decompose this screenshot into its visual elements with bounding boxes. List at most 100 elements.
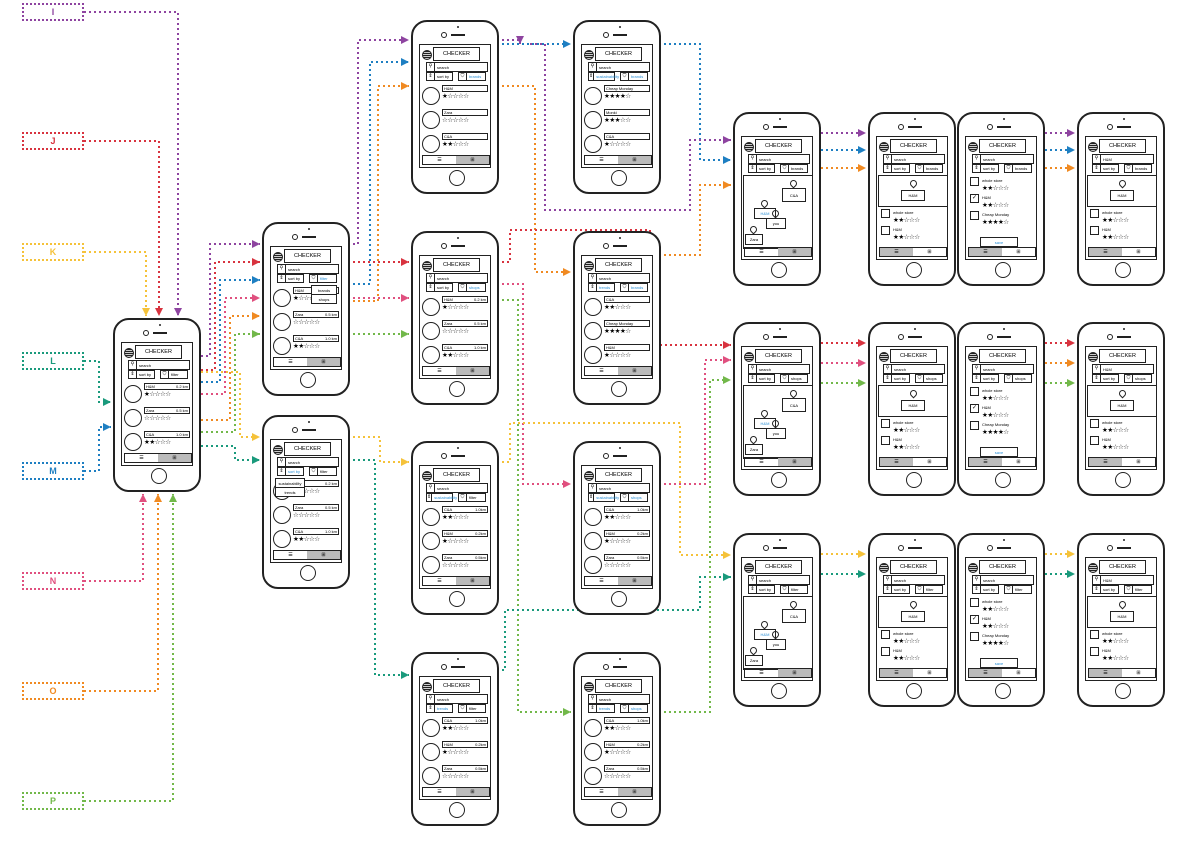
map-tab-icon[interactable]: ⊞: [158, 454, 191, 462]
list-tab-icon[interactable]: ☰: [969, 248, 1002, 256]
filter-button[interactable]: ⛉brands: [780, 164, 808, 173]
sort-button[interactable]: ⇕sort by: [426, 72, 453, 81]
map-marker-3[interactable]: Zara: [745, 234, 763, 245]
filter-button[interactable]: ⛉brands: [1124, 164, 1152, 173]
store-name-box[interactable]: H&M: [1110, 400, 1134, 411]
list-tab-icon[interactable]: ☰: [880, 669, 913, 677]
map-marker-2[interactable]: you: [766, 639, 786, 650]
map-marker-0[interactable]: C&A: [782, 188, 806, 202]
sort-button[interactable]: ⇕sustainability: [588, 493, 619, 502]
menu-icon[interactable]: [273, 445, 283, 455]
home-button[interactable]: [449, 591, 465, 607]
list-tab-icon[interactable]: ☰: [437, 368, 442, 374]
search-input[interactable]: ⚲search: [883, 575, 945, 585]
filter-button[interactable]: ⛉filter: [458, 704, 486, 713]
home-button[interactable]: [995, 262, 1011, 278]
filter-button[interactable]: ⛉brands: [458, 72, 486, 81]
search-input[interactable]: ⚲search: [277, 457, 339, 467]
checkbox[interactable]: [881, 647, 890, 656]
checkbox[interactable]: [970, 598, 979, 607]
list-tab-icon[interactable]: ☰: [288, 359, 293, 365]
save-button[interactable]: save: [980, 447, 1018, 457]
menu-icon[interactable]: [879, 352, 889, 362]
sort-button[interactable]: ⇕sort by: [426, 283, 453, 292]
menu-icon[interactable]: [1088, 142, 1098, 152]
store-name-box[interactable]: H&M: [901, 400, 925, 411]
map-tab-icon[interactable]: ⊞: [927, 670, 932, 676]
search-input[interactable]: ⚲search: [588, 483, 650, 493]
map-tab-icon[interactable]: ⊞: [618, 577, 651, 585]
checkbox[interactable]: ✓: [970, 615, 979, 624]
list-item[interactable]: Zara☆☆☆☆☆: [422, 109, 490, 131]
list-tab-icon[interactable]: ☰: [139, 455, 144, 461]
map-tab-icon[interactable]: ⊞: [456, 577, 489, 585]
map-tab-icon[interactable]: ⊞: [927, 249, 932, 255]
checkbox[interactable]: [970, 211, 979, 220]
checkbox[interactable]: [881, 630, 890, 639]
checkbox[interactable]: [1090, 419, 1099, 428]
map-marker-1[interactable]: H&M: [754, 418, 776, 429]
list-tab-icon[interactable]: ☰: [969, 669, 1002, 677]
map-tab-icon[interactable]: ⊞: [307, 358, 340, 366]
sort-button[interactable]: ⇕sort by: [128, 370, 155, 379]
sort-button[interactable]: ⇕sort by: [883, 585, 910, 594]
menu-icon[interactable]: [968, 563, 978, 573]
list-tab-icon[interactable]: ☰: [437, 578, 442, 584]
filter-button[interactable]: ⛉shops: [915, 374, 943, 383]
save-button[interactable]: save: [980, 658, 1018, 668]
map-marker-0[interactable]: C&A: [782, 398, 806, 412]
checkbox[interactable]: [881, 419, 890, 428]
home-button[interactable]: [995, 472, 1011, 488]
sort-button[interactable]: ⇕sort by: [1092, 164, 1119, 173]
home-button[interactable]: [449, 802, 465, 818]
map-marker-1[interactable]: H&M: [754, 208, 776, 219]
menu-icon[interactable]: [1088, 352, 1098, 362]
menu-icon[interactable]: [422, 50, 432, 60]
sort-button[interactable]: ⇕sort by: [1092, 585, 1119, 594]
home-button[interactable]: [611, 170, 627, 186]
map-tab-icon[interactable]: ⊞: [618, 156, 651, 164]
sort-button[interactable]: ⇕trends: [588, 704, 615, 713]
checkbox[interactable]: [970, 177, 979, 186]
list-tab-icon[interactable]: ☰: [288, 552, 293, 558]
search-input[interactable]: ⚲search: [972, 575, 1034, 585]
checkbox[interactable]: [1090, 226, 1099, 235]
search-input[interactable]: ⚲H&M: [1092, 364, 1154, 374]
map-tab-icon[interactable]: ⊞: [778, 458, 811, 466]
list-tab-icon[interactable]: ☰: [599, 789, 604, 795]
save-button[interactable]: save: [980, 237, 1018, 247]
map-tab-icon[interactable]: ⊞: [456, 367, 489, 375]
list-tab-icon[interactable]: ☰: [759, 459, 764, 465]
search-input[interactable]: ⚲search: [748, 154, 810, 164]
filter-button[interactable]: ⛉filter: [915, 585, 943, 594]
map-marker-3[interactable]: Zara: [745, 444, 763, 455]
search-input[interactable]: ⚲search: [426, 483, 488, 493]
sort-button[interactable]: ⇕sustainability: [426, 493, 457, 502]
home-button[interactable]: [611, 591, 627, 607]
filter-button[interactable]: ⛉shops: [620, 493, 648, 502]
checkbox[interactable]: [970, 387, 979, 396]
filter-button[interactable]: ⛉shops: [780, 374, 808, 383]
map-marker-1[interactable]: H&M: [754, 629, 776, 640]
search-input[interactable]: ⚲search: [588, 62, 650, 72]
sort-button[interactable]: ⇕sort by: [748, 585, 775, 594]
list-tab-icon[interactable]: ☰: [1089, 458, 1122, 466]
sort-button[interactable]: ⇕sort by: [972, 374, 999, 383]
menu-icon[interactable]: [273, 252, 283, 262]
map-marker-2[interactable]: you: [766, 218, 786, 229]
map-marker-2[interactable]: you: [766, 428, 786, 439]
filter-button[interactable]: ⛉filter: [1004, 585, 1032, 594]
list-tab-icon[interactable]: ☰: [1089, 669, 1122, 677]
